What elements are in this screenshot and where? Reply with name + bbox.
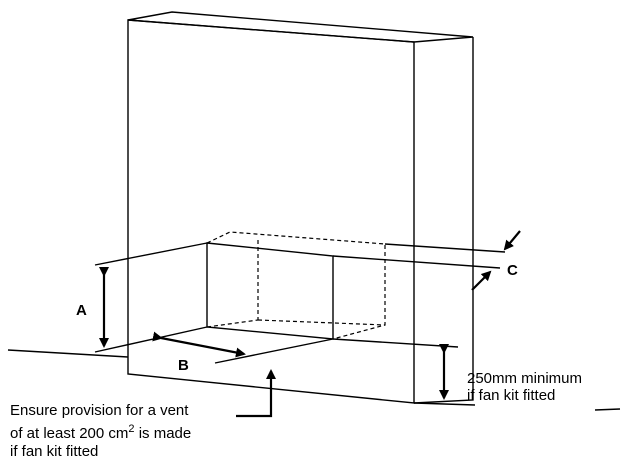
dimension-c-arrow-bottom [471, 270, 492, 291]
label-a: A [76, 302, 87, 319]
vent-note-line2: of at least 200 cm2 is made [10, 423, 191, 442]
floor-line-right [413, 402, 476, 406]
opening-back-top [206, 231, 386, 340]
ext-line-a-top [94, 242, 208, 266]
vent-leader-arrow [236, 369, 276, 418]
label-b: B [178, 357, 189, 374]
vent-note-line3: if fan kit fitted [10, 443, 98, 459]
chimney-front-face [127, 19, 415, 404]
ext-line-a-bottom [94, 326, 208, 353]
floor-line-far-right [594, 408, 621, 411]
ext-line-hearth-top [332, 338, 459, 348]
note-250mm-line2: if fan kit fitted [467, 387, 555, 404]
label-c: C [507, 262, 518, 279]
dimension-b-arrow [152, 331, 246, 358]
floor-line-left [7, 349, 129, 358]
opening-front [206, 242, 334, 340]
ext-line-c-back [384, 243, 506, 253]
chimney-top-face [127, 11, 474, 43]
ext-line-b [214, 338, 334, 364]
ext-line-c-front [332, 255, 501, 269]
dimension-c-arrow-top [503, 230, 521, 251]
opening-back-bottom [257, 319, 386, 326]
note-250mm-line1: 250mm minimum [467, 370, 582, 387]
opening-back-bottom-left [206, 319, 259, 328]
fire-opening [206, 231, 386, 340]
vent-note-line1: Ensure provision for a vent [10, 402, 189, 419]
chimney-side-face [413, 37, 474, 404]
